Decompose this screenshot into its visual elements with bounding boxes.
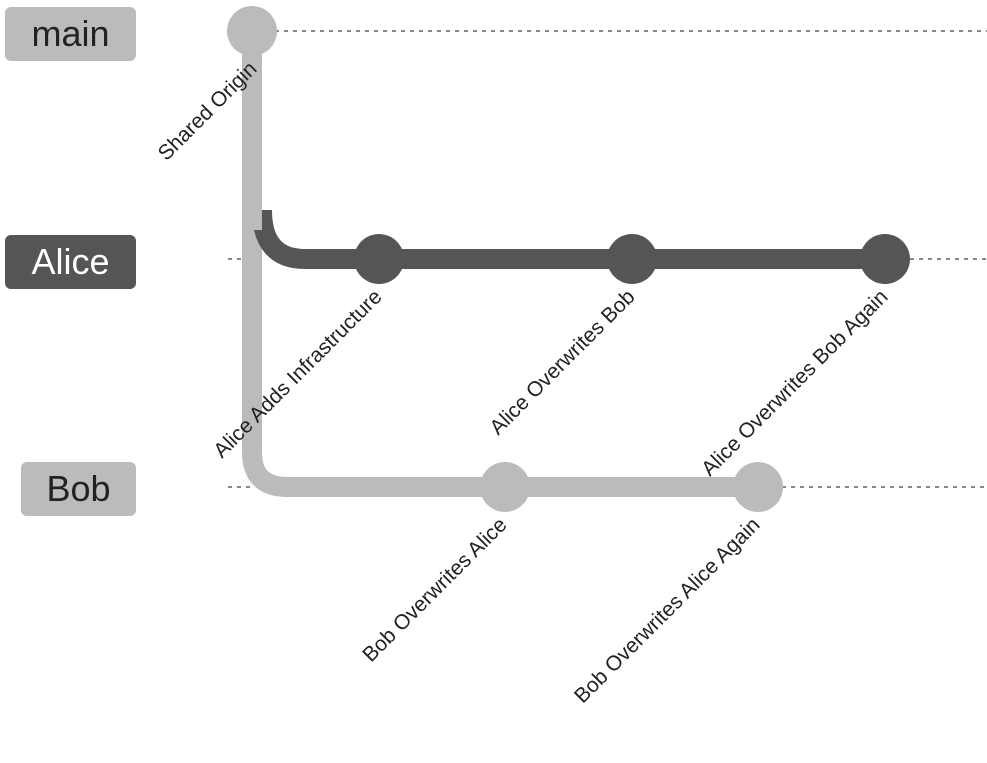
branch-label-bob[interactable]: Bob: [21, 462, 136, 516]
commit-message: Alice Overwrites Bob Again: [697, 285, 892, 480]
branch-label-main[interactable]: main: [5, 7, 136, 61]
commit-message: Bob Overwrites Alice: [358, 513, 511, 666]
commit-dot-alice-adds-infrastructure[interactable]: [354, 234, 404, 284]
branch-path-bob: [242, 40, 758, 497]
commit-dot-bob-overwrites-alice-again[interactable]: [733, 462, 783, 512]
branch-path-alice: [252, 209, 885, 269]
commit-dot-bob-overwrites-alice[interactable]: [480, 462, 530, 512]
branch-label-alice[interactable]: Alice: [5, 235, 136, 289]
commit-message: Alice Overwrites Bob: [485, 285, 639, 439]
commit-message: Alice Adds Infrastructure: [209, 285, 386, 462]
commit-dot-alice-overwrites-bob[interactable]: [607, 234, 657, 284]
commit-dot-alice-overwrites-bob-again[interactable]: [860, 234, 910, 284]
commit-dot-shared-origin[interactable]: [227, 6, 277, 56]
commit-message: Bob Overwrites Alice Again: [570, 513, 765, 708]
